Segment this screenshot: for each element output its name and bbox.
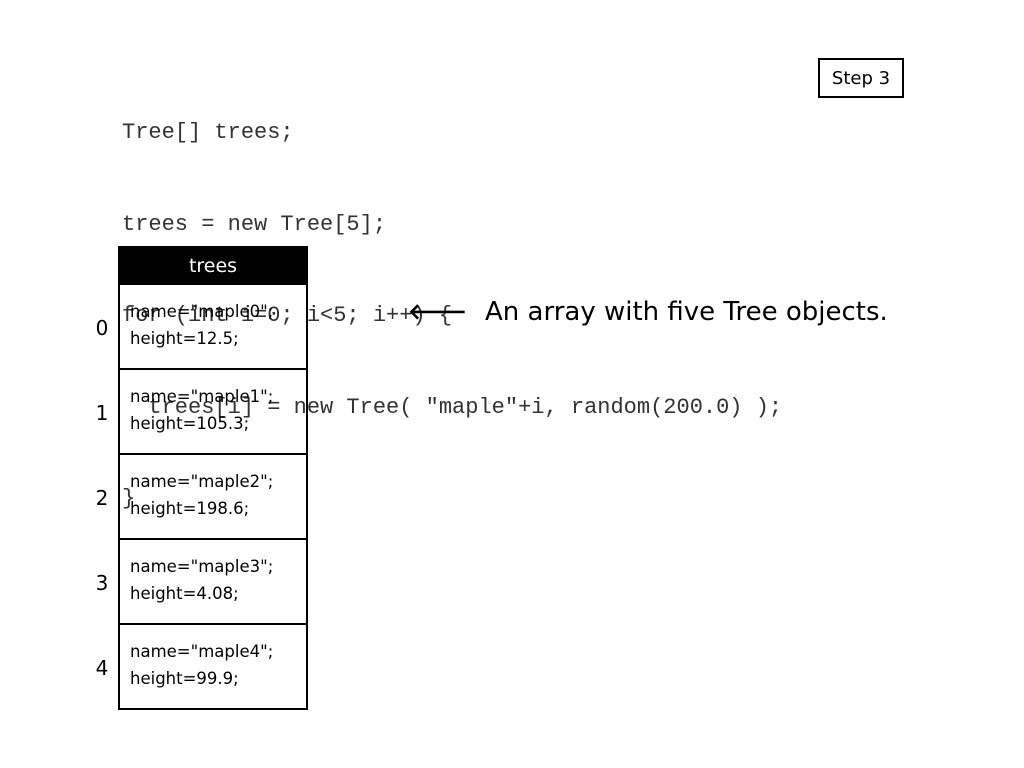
cell-height: height=4.08; xyxy=(130,584,239,603)
cell-name: name="maple2"; xyxy=(130,472,274,491)
cell-name: name="maple1"; xyxy=(130,387,274,406)
array-index-3: 3 xyxy=(95,571,109,595)
cell-name: name="maple0"; xyxy=(130,302,274,321)
annotation: 🡐 An array with five Tree objects. xyxy=(408,297,888,327)
cell-height: height=99.9; xyxy=(130,669,239,688)
array-index-2: 2 xyxy=(95,486,109,510)
array-cell-4: name="maple4"; height=99.9; xyxy=(120,623,306,708)
array-cell-0: name="maple0"; height=12.5; xyxy=(120,283,306,368)
cell-height: height=12.5; xyxy=(130,329,239,348)
array-index-0: 0 xyxy=(95,316,109,340)
cell-height: height=105.3; xyxy=(130,414,250,433)
array-index-4: 4 xyxy=(95,656,109,680)
code-line: } xyxy=(122,486,136,511)
cell-name: name="maple4"; xyxy=(130,642,274,661)
cell-name: name="maple3"; xyxy=(130,557,274,576)
code-line: trees = new Tree[5]; xyxy=(122,211,387,237)
step-badge: Step 3 xyxy=(818,58,904,98)
annotation-text: An array with five Tree objects. xyxy=(485,297,888,327)
cell-height: height=198.6; xyxy=(130,499,250,518)
trees-array: trees name="maple0"; height=12.5; name="… xyxy=(118,246,308,710)
code-line: for (int i=0; i<5; i++) { xyxy=(122,303,453,328)
array-index-1: 1 xyxy=(95,401,109,425)
code-line: trees[i] = new Tree( "maple"+i, random(2… xyxy=(122,394,783,420)
code-block: Tree[] trees; trees = new Tree[5]; for (… xyxy=(122,57,782,545)
array-cell-1: name="maple1"; height=105.3; xyxy=(120,368,306,453)
array-title: trees xyxy=(120,248,306,283)
arrow-left-icon: 🡐 xyxy=(408,300,467,325)
array-cell-3: name="maple3"; height=4.08; xyxy=(120,538,306,623)
code-line: Tree[] trees; xyxy=(122,120,294,145)
array-cell-2: name="maple2"; height=198.6; xyxy=(120,453,306,538)
